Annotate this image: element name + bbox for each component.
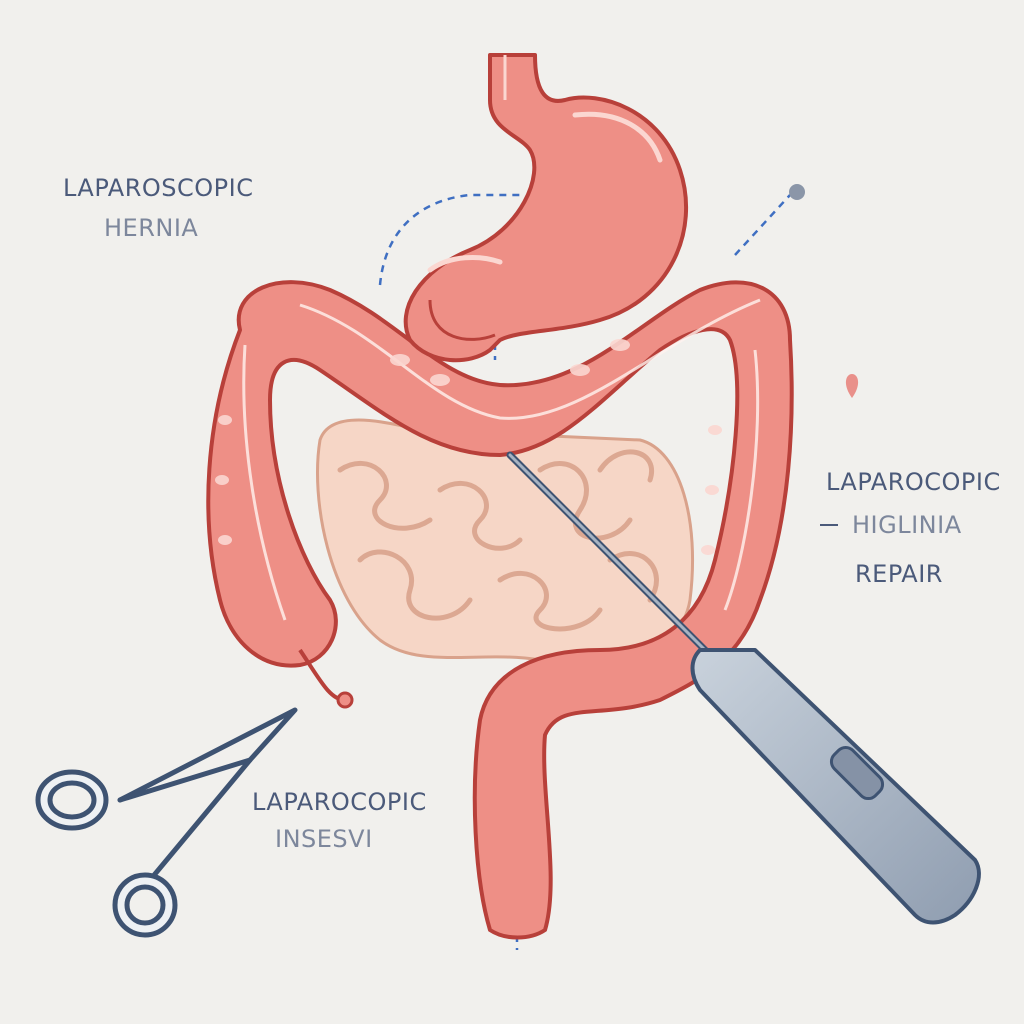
stomach-illustration — [403, 53, 689, 363]
label-top-left-2: HERNIA — [104, 214, 199, 242]
colon-illustration — [206, 280, 794, 940]
label-top-left-1: LAPAROSCOPIC — [63, 174, 254, 202]
surgical-scissors-icon — [35, 707, 298, 938]
label-bottom-1: LAPAROCOPIC — [252, 788, 427, 816]
label-bottom-2: INSESVI — [275, 825, 373, 853]
label-right-2: HIGLINIA — [852, 511, 962, 539]
label-right-3: REPAIR — [855, 560, 943, 588]
pin-marker-icon — [845, 374, 859, 398]
laparoscopic-probe-icon — [506, 451, 981, 925]
marker-dot — [789, 184, 805, 200]
label-right-1: LAPAROCOPIC — [826, 468, 1001, 496]
small-intestine-illustration — [316, 418, 694, 669]
